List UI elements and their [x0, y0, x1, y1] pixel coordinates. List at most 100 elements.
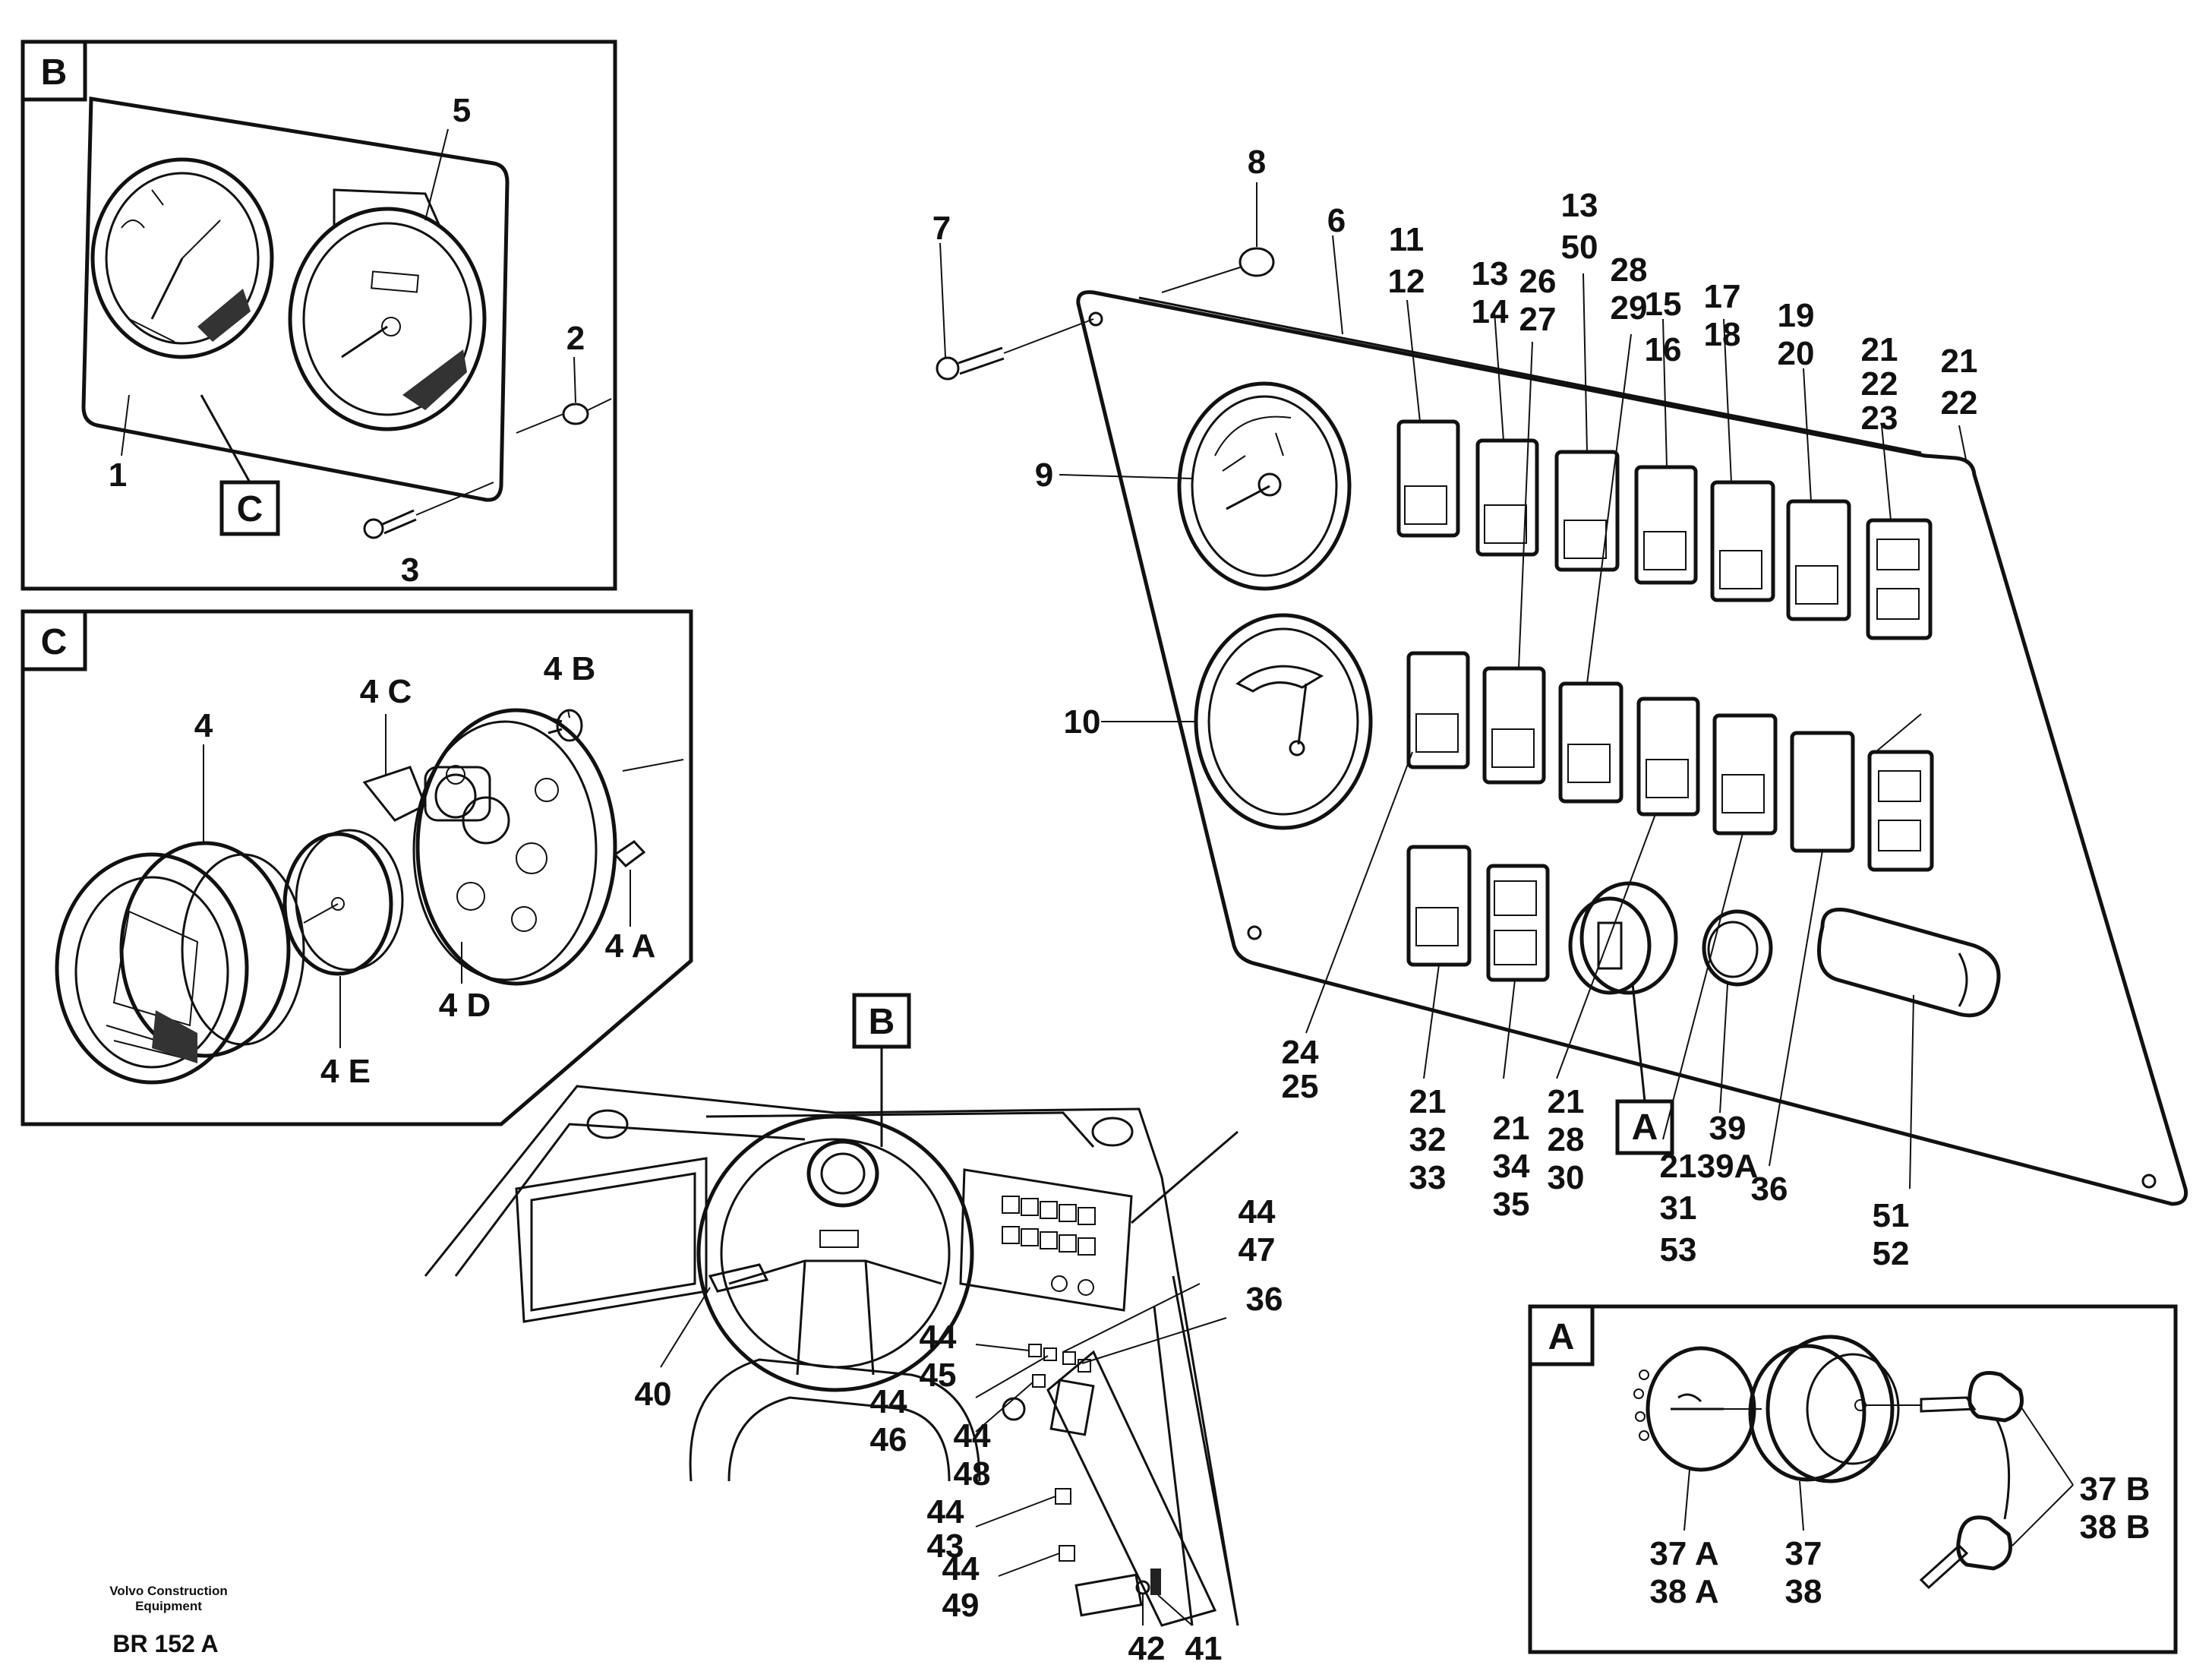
label-46: 46 [870, 1421, 907, 1458]
label-22b: 22 [1941, 384, 1978, 422]
detail-c: C [21, 609, 693, 1126]
callout-b-letter: B [869, 1002, 895, 1042]
label-1: 1 [109, 456, 127, 494]
label-23: 23 [1861, 400, 1898, 437]
label-4e: 4 E [320, 1053, 371, 1090]
label-27: 27 [1519, 301, 1557, 338]
label-44a: 44 [1239, 1193, 1276, 1230]
switch-21-28-30 [1636, 697, 1700, 817]
switch-21-32-33 [1406, 845, 1472, 967]
label-2: 2 [566, 320, 585, 357]
cab-labels: 40 44 47 36 44 45 44 46 44 48 44 43 44 4… [635, 1193, 1283, 1667]
label-4d: 4 D [439, 987, 491, 1024]
detail-c-box [21, 609, 87, 671]
label-11: 11 [1389, 221, 1425, 258]
switch-21-22-23 [1866, 518, 1933, 640]
label-17: 17 [1704, 278, 1741, 315]
motor-4c [362, 766, 491, 822]
switch-11-12 [1396, 419, 1460, 538]
nut-2 [516, 398, 612, 434]
lamp-51 [1817, 908, 2001, 1018]
detail-a-box [1528, 1304, 1595, 1366]
switch-21-31-53 [1712, 713, 1778, 836]
label-21a: 21 [1861, 331, 1898, 368]
label-4: 4 [194, 707, 213, 744]
label-51: 51 [1873, 1197, 1910, 1234]
switch-24-25 [1406, 651, 1470, 769]
label-10: 10 [1064, 703, 1101, 741]
switch-15-16 [1634, 465, 1698, 585]
cab-leaders [660, 1283, 1227, 1626]
footer: Volvo Construction Equipment BR 152 A [109, 1584, 228, 1657]
label-19: 19 [1778, 297, 1815, 334]
panel-leaders [939, 182, 1967, 1189]
gauge-9 [1177, 381, 1352, 591]
detail-a: A 37 A [1528, 1304, 2178, 1654]
label-18: 18 [1704, 316, 1741, 353]
tachometer-gauge [90, 157, 274, 359]
label-37: 37 [1785, 1535, 1822, 1572]
label-47: 47 [1239, 1231, 1276, 1268]
label-21c: 21 [1409, 1083, 1447, 1120]
bulb-4b [547, 709, 583, 742]
label-33: 33 [1409, 1159, 1447, 1196]
label-44d: 44 [954, 1417, 991, 1455]
switch-28-29 [1558, 681, 1624, 804]
label-38: 38 [1785, 1573, 1822, 1610]
label-38b: 38 B [2080, 1508, 2150, 1546]
label-24: 24 [1282, 1034, 1319, 1071]
company-name: Volvo Construction [109, 1584, 228, 1598]
label-31: 31 [1660, 1189, 1697, 1227]
label-21b: 21 [1941, 343, 1978, 380]
label-4b: 4 B [544, 650, 595, 687]
detail-b: B [21, 39, 617, 591]
dial-4e [282, 829, 404, 976]
label-13b: 13 [1561, 187, 1598, 224]
label-40: 40 [635, 1376, 672, 1413]
panel-labels: 7 8 6 9 10 11 12 13 14 13 50 26 27 28 29… [932, 144, 1978, 1272]
label-21f: 21 [1660, 1148, 1697, 1185]
label-39a: 39A [1697, 1148, 1759, 1185]
keys-37b [1919, 1371, 2024, 1590]
label-36b: 36 [1246, 1281, 1283, 1318]
label-30: 30 [1548, 1159, 1585, 1196]
label-32: 32 [1409, 1121, 1447, 1158]
label-37a: 37 A [1649, 1535, 1718, 1572]
label-28: 28 [1611, 251, 1648, 289]
switch-19-20 [1786, 499, 1851, 621]
label-3: 3 [401, 551, 419, 589]
switch-21-22 [1867, 750, 1934, 872]
gauge-10 [1194, 613, 1373, 830]
label-26: 26 [1519, 263, 1557, 300]
label-21e: 21 [1548, 1083, 1585, 1120]
detail-c-letter: C [41, 622, 68, 662]
label-48: 48 [954, 1455, 991, 1493]
label-42: 42 [1128, 1630, 1166, 1667]
label-15: 15 [1645, 286, 1682, 323]
lock-housing-37 [1748, 1335, 1921, 1483]
label-39: 39 [1709, 1110, 1747, 1147]
label-50: 50 [1561, 229, 1598, 266]
label-52: 52 [1873, 1235, 1910, 1272]
label-16: 16 [1645, 331, 1682, 368]
label-44c: 44 [870, 1383, 907, 1420]
switch-21-34-35 [1486, 864, 1550, 982]
label-9: 9 [1035, 456, 1053, 494]
label-36a: 36 [1751, 1170, 1788, 1208]
switch-body-37a [1633, 1346, 1762, 1472]
clip-4a [613, 840, 646, 868]
cab-overview: B 40 44 47 36 44 45 44 46 44 48 [424, 993, 1283, 1667]
label-14: 14 [1472, 293, 1509, 330]
label-6: 6 [1327, 202, 1346, 239]
switch-13-14 [1475, 438, 1539, 557]
callout-a [1615, 1099, 1674, 1155]
detail-a-letter: A [1548, 1317, 1575, 1357]
label-49: 49 [942, 1587, 980, 1624]
speedometer-gauge [288, 188, 487, 431]
label-4c: 4 C [360, 673, 412, 710]
screw-3 [363, 482, 494, 539]
screw-7 [936, 318, 1094, 381]
callout-c [219, 480, 280, 536]
label-35: 35 [1493, 1186, 1530, 1223]
